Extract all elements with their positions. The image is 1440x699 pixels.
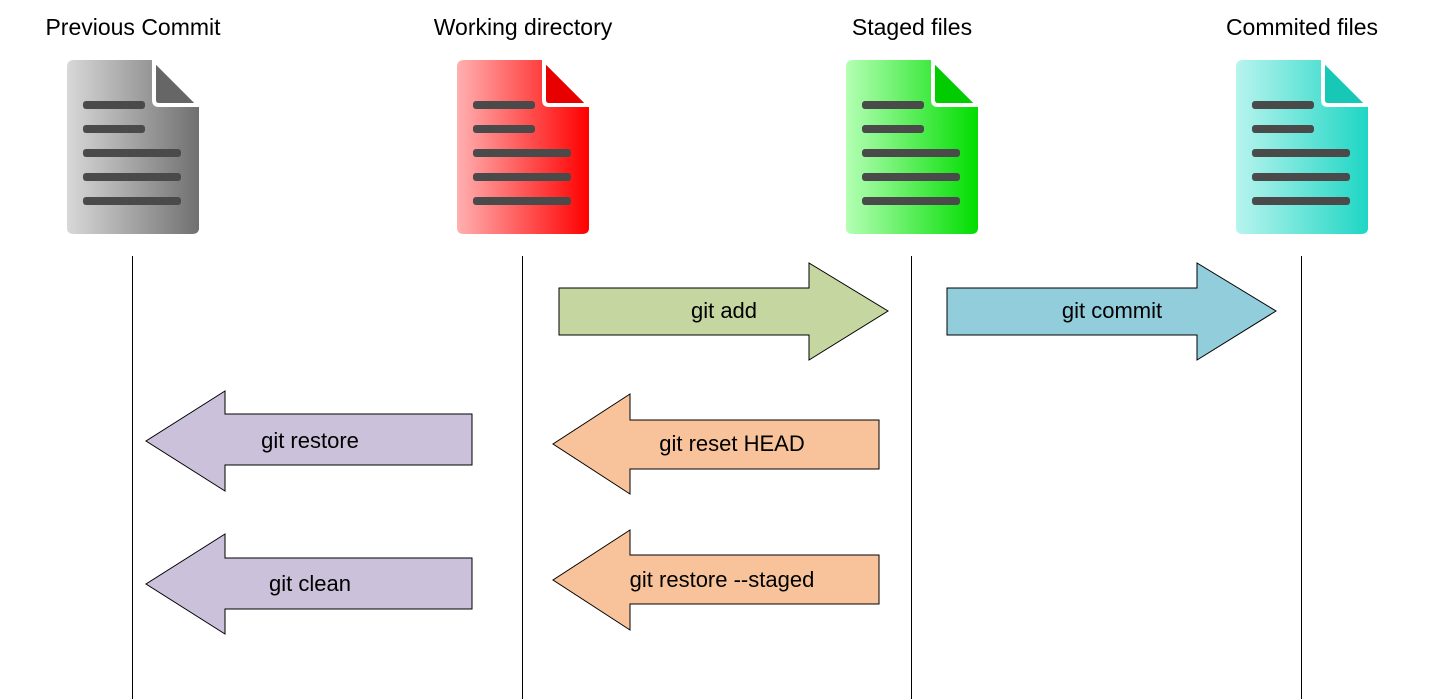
column-title-commited-files: Commited files (1225, 14, 1379, 40)
column-title-working-directory: Working directory (433, 14, 613, 40)
document-icon-working-directory (456, 58, 591, 236)
column-title-previous-commit: Previous Commit (45, 14, 221, 40)
lane-line-staged-files (911, 256, 912, 699)
git-reset-head-arrow: git reset HEAD (552, 393, 882, 495)
column-title-staged-files: Staged files (851, 14, 973, 40)
git-restore-staged-arrow: git restore --staged (552, 529, 882, 632)
git-restore-label: git restore (261, 428, 359, 453)
git-clean-arrow: git clean (145, 533, 475, 636)
git-clean-label: git clean (269, 571, 351, 596)
lane-line-commited-files (1301, 256, 1302, 699)
document-icon-staged-files (845, 58, 980, 236)
document-icon-previous-commit (66, 58, 201, 236)
git-commit-arrow: git commit (946, 262, 1278, 362)
lane-line-working-directory (522, 256, 523, 699)
git-add-arrow: git add (558, 262, 890, 362)
git-restore-arrow: git restore (145, 390, 475, 493)
git-restore-staged-label: git restore --staged (629, 567, 815, 592)
lane-line-previous-commit (132, 256, 133, 699)
git-reset-head-label: git reset HEAD (659, 431, 805, 456)
git-add-label: git add (690, 298, 758, 323)
git-commit-label: git commit (1061, 298, 1163, 323)
document-icon-commited-files (1235, 58, 1370, 236)
